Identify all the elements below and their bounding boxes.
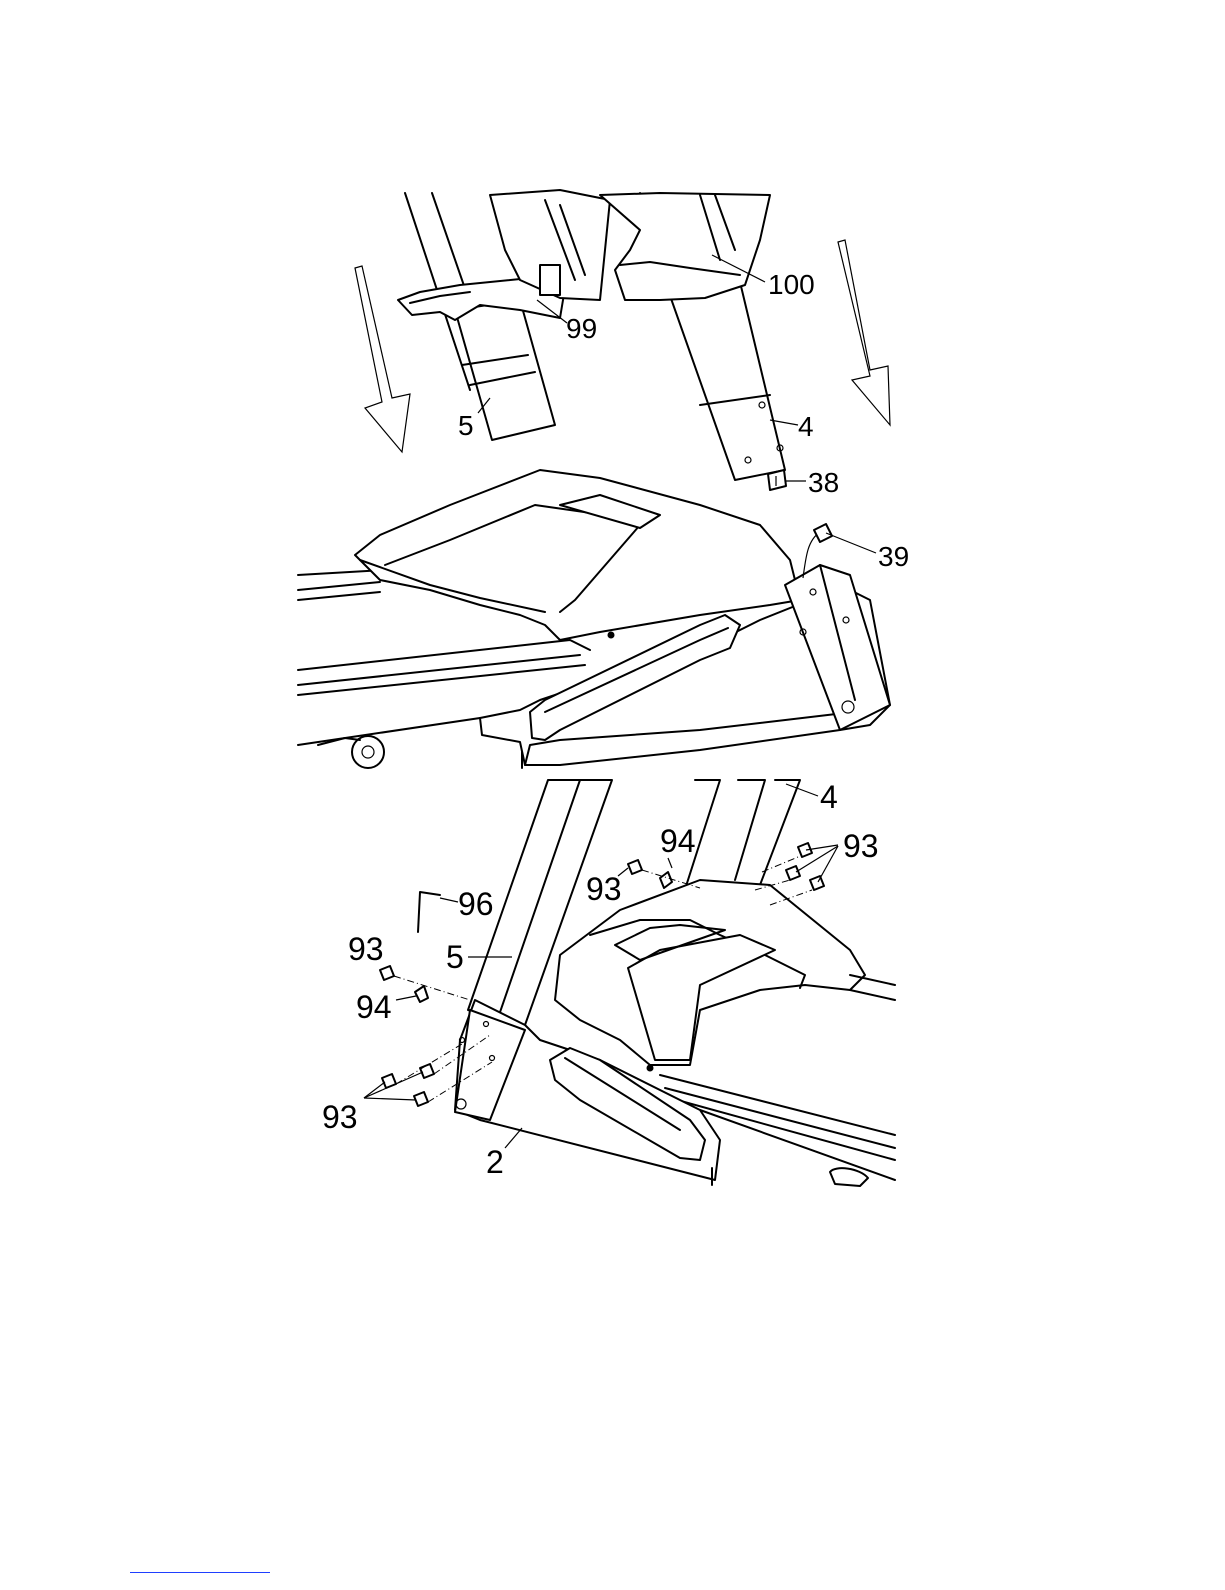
handlebar-cover-left [398, 190, 610, 320]
callout-94-left: 94 [356, 989, 392, 1025]
callout-5-top: 5 [458, 410, 474, 441]
callout-4-bottom: 4 [820, 779, 838, 815]
callout-93-mid: 93 [586, 871, 622, 907]
treadmill-base-top [298, 470, 890, 768]
treadmill-assembled [380, 780, 895, 1186]
callout-93-left: 93 [348, 931, 384, 967]
callout-39: 39 [878, 541, 909, 572]
handlebar-cover-right [600, 193, 770, 300]
footer-rule [130, 1572, 270, 1573]
callout-96: 96 [458, 886, 494, 922]
down-arrow-right [838, 240, 890, 425]
callout-93-right: 93 [843, 828, 879, 864]
callout-100: 100 [768, 269, 815, 300]
callout-94-right: 94 [660, 823, 696, 859]
callout-99: 99 [566, 313, 597, 344]
callout-38: 38 [808, 467, 839, 498]
bolt-38 [768, 470, 786, 490]
callout-5-bottom: 5 [446, 939, 464, 975]
down-arrow-left [355, 266, 410, 452]
callout-4-top: 4 [798, 411, 814, 442]
callout-93-bottom: 93 [322, 1099, 358, 1135]
callout-2: 2 [486, 1144, 504, 1180]
